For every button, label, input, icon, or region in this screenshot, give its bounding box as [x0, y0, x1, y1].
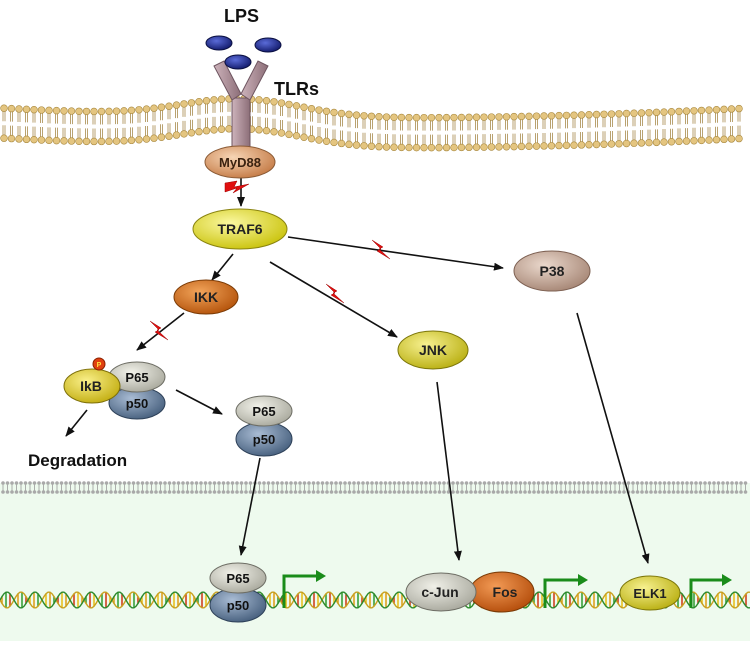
- p50-complex-label: p50: [126, 396, 148, 411]
- jnk-label: JNK: [419, 342, 447, 358]
- p65-nuclear-label: P65: [226, 571, 249, 586]
- phosphate-label: P: [97, 362, 102, 369]
- receptor-right-arm: [240, 60, 269, 101]
- receptor-stem: [231, 97, 251, 151]
- lps-molecule: [224, 54, 252, 70]
- transcription-arrow-ap1: [543, 578, 578, 608]
- elk1-node: [619, 575, 681, 611]
- arrow-jnk-cjun: [436, 381, 462, 561]
- ap1-complex: Fos c-Jun: [405, 571, 535, 613]
- myd88-label: MyD88: [219, 155, 261, 170]
- p50-nuclear-label: p50: [227, 598, 249, 613]
- tlr-receptor: [213, 60, 269, 151]
- p65-complex-label: P65: [125, 370, 148, 385]
- activation-bolts: [149, 180, 391, 341]
- phosphate-icon: [92, 357, 106, 371]
- myd88-node: [204, 145, 276, 179]
- jnk-node: [397, 330, 469, 370]
- cjun-node: [405, 572, 477, 612]
- lps-molecule: [254, 37, 282, 53]
- nuclear-nfkb: p50 P65: [209, 562, 267, 623]
- arrow-nfkb-nuclear: [238, 457, 261, 556]
- p38-label: P38: [540, 263, 565, 279]
- nucleus-region: [0, 483, 750, 641]
- p38-node: [513, 250, 591, 292]
- transcription-arrows: [282, 574, 722, 608]
- cjun-label: c-Jun: [421, 584, 458, 600]
- plasma-membrane: [0, 94, 743, 152]
- ikk-node: [173, 279, 239, 315]
- arrow-p38-elk1: [576, 312, 650, 564]
- elk1-label: ELK1: [633, 586, 666, 601]
- arrowhead-icon: [722, 574, 732, 586]
- transcription-arrow-elk1: [689, 578, 722, 608]
- arrowhead-icon: [316, 570, 326, 582]
- traf6-label: TRAF6: [217, 221, 262, 237]
- arrow-degradation: [65, 409, 88, 437]
- arrow-complex-release: [175, 389, 223, 415]
- p65-free-label: P65: [252, 404, 275, 419]
- fos-label: Fos: [493, 584, 518, 600]
- degradation-label: Degradation: [28, 451, 127, 470]
- arrow-traf6-ikk: [211, 253, 234, 281]
- ikb-node: [63, 368, 121, 404]
- arrow-ikk-ikb: [136, 312, 185, 351]
- arrowhead-icon: [578, 574, 588, 586]
- lightning-icon: [149, 320, 169, 341]
- free-nfkb: p50 P65: [235, 395, 293, 457]
- p65-node: [235, 395, 293, 427]
- lightning-icon: [325, 283, 345, 304]
- lps-molecule: [205, 35, 233, 51]
- lps-molecules: [205, 35, 282, 70]
- tlrs-label: TLRs: [274, 79, 319, 99]
- p50-free-label: p50: [253, 432, 275, 447]
- ikb-nfkb-complex: p50 P65 IkB P: [63, 357, 166, 420]
- arrow-traf6-p38: [287, 236, 504, 271]
- lightning-icon: [371, 239, 391, 260]
- transcription-arrowheads: [316, 570, 732, 586]
- ikk-label: IKK: [194, 289, 218, 305]
- arrow-traf6-jnk: [269, 261, 398, 338]
- pathway-arrows: [65, 178, 650, 564]
- transcription-arrow-nfkb: [282, 574, 316, 608]
- p65-node: [209, 562, 267, 594]
- lightning-icon: [224, 180, 250, 194]
- lps-label: LPS: [224, 6, 259, 26]
- receptor-left-arm: [213, 60, 242, 101]
- traf6-node: [192, 208, 288, 250]
- ikb-label: IkB: [80, 378, 102, 394]
